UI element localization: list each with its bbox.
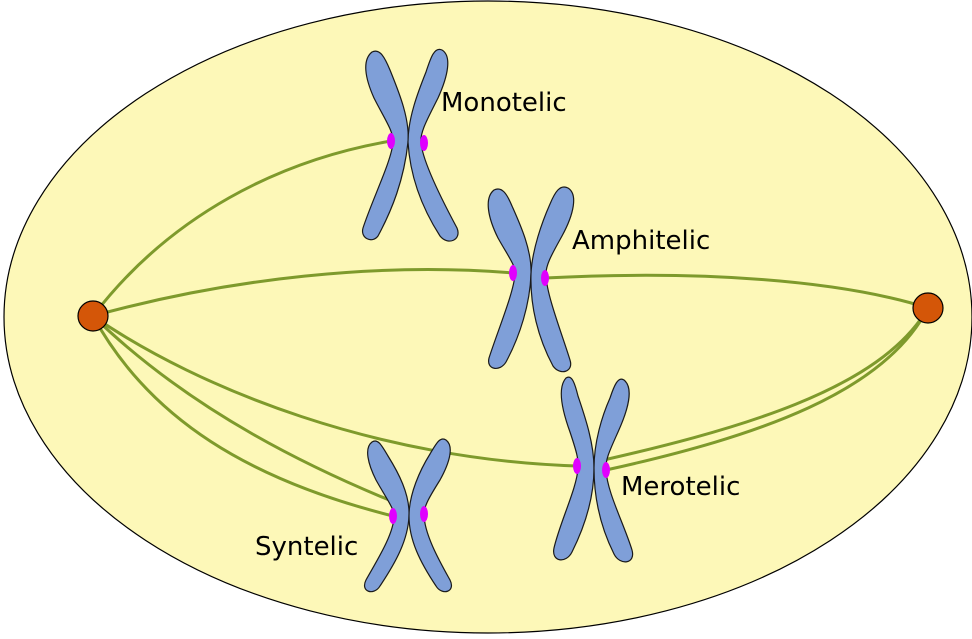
kinetochore-left xyxy=(509,265,517,281)
kinetochore-left xyxy=(387,133,395,149)
kinetochore-left xyxy=(389,508,397,524)
label-syntelic: Syntelic xyxy=(255,532,358,562)
kinetochore-right xyxy=(541,270,549,286)
kinetochore-right xyxy=(420,135,428,151)
spindle-pole-right xyxy=(913,293,943,323)
label-amphitelic: Amphitelic xyxy=(572,226,710,256)
kinetochore-left xyxy=(573,458,581,474)
label-monotelic: Monotelic xyxy=(441,88,567,118)
spindle-pole-left xyxy=(78,301,108,331)
label-merotelic: Merotelic xyxy=(621,472,740,502)
kinetochore-right xyxy=(420,506,428,522)
kinetochore-right xyxy=(602,462,610,478)
